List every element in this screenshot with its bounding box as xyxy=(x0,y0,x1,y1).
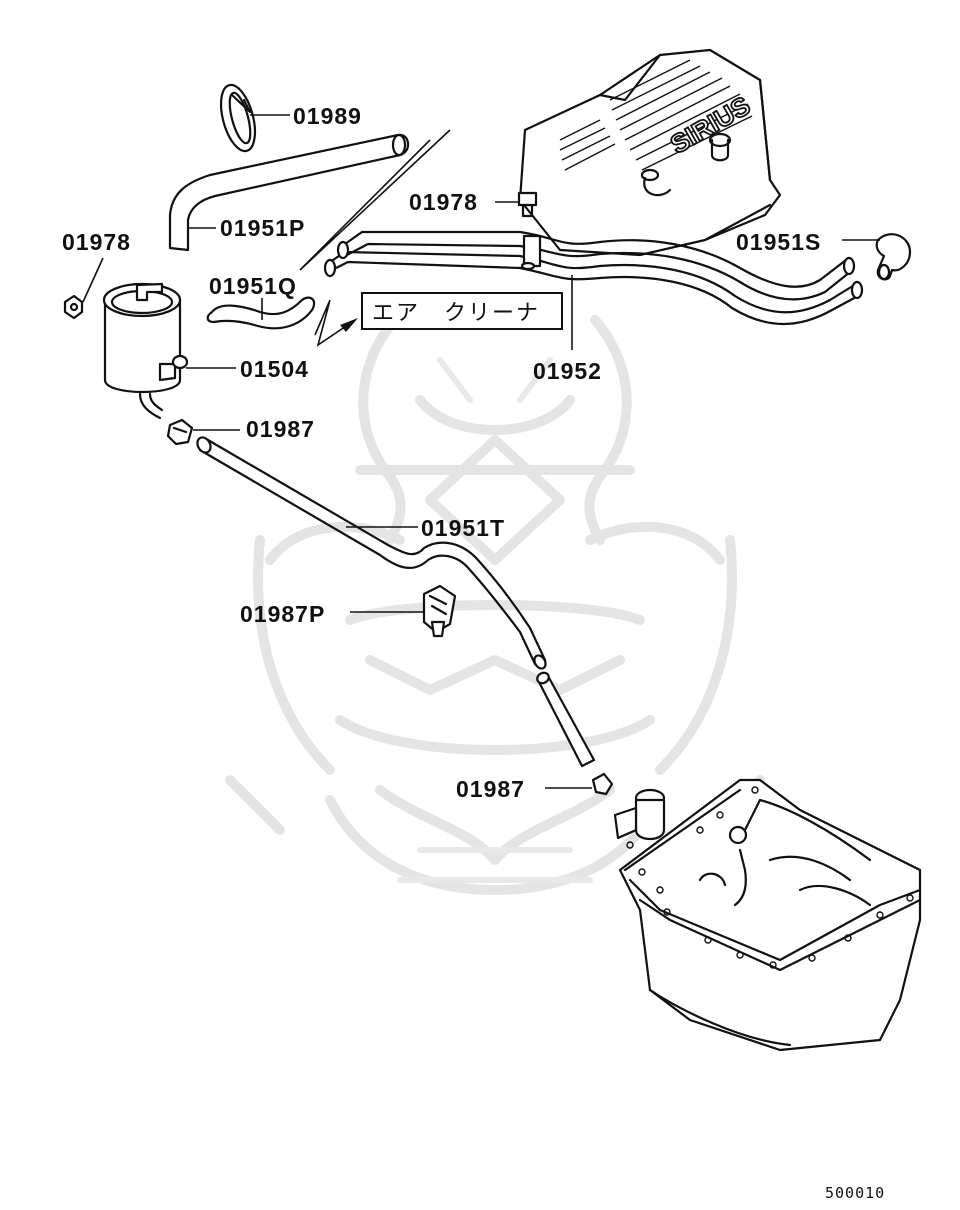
clip-01987-bottom xyxy=(591,772,614,796)
bolt-01978-left xyxy=(63,294,84,320)
leader-01978-left xyxy=(82,257,104,303)
label-01987-top: 01987 xyxy=(246,416,315,442)
leader-air-cleaner-bottom xyxy=(314,299,356,347)
label-01504: 01504 xyxy=(240,356,309,382)
label-01978-left: 01978 xyxy=(62,229,131,255)
label-01951P: 01951P xyxy=(220,215,305,241)
label-01987P: 01987P xyxy=(240,601,325,627)
label-01951S: 01951S xyxy=(736,229,821,255)
bolt-01978-top xyxy=(517,191,538,218)
label-01987-bottom: 01987 xyxy=(456,776,525,802)
leader-air-cleaner-top xyxy=(299,129,451,271)
hose-01951Q xyxy=(206,296,316,330)
air-cleaner-callout: エア クリーナ xyxy=(361,292,563,330)
label-01951T: 01951T xyxy=(421,515,505,541)
label-01989: 01989 xyxy=(293,103,362,129)
canister-01504 xyxy=(102,282,189,420)
engine-rocker-cover: SIRIUS xyxy=(518,48,782,257)
hose-01951P xyxy=(168,133,410,252)
hose-clamp-01989 xyxy=(219,83,257,153)
clip-01987-top xyxy=(166,418,194,446)
arrow-head xyxy=(340,318,358,332)
valve-01987P xyxy=(422,584,457,638)
label-01952: 01952 xyxy=(533,358,602,384)
oil-pan xyxy=(613,778,922,1052)
label-01978-top: 01978 xyxy=(409,189,478,215)
label-01951Q: 01951Q xyxy=(209,273,297,299)
hose-01951T xyxy=(196,436,596,768)
pipe-assembly-01952 xyxy=(323,230,864,325)
hose-elbow-01951S xyxy=(875,233,912,281)
air-cleaner-label: エア クリーナ xyxy=(372,301,540,326)
reference-number: 500010 xyxy=(825,1184,885,1202)
